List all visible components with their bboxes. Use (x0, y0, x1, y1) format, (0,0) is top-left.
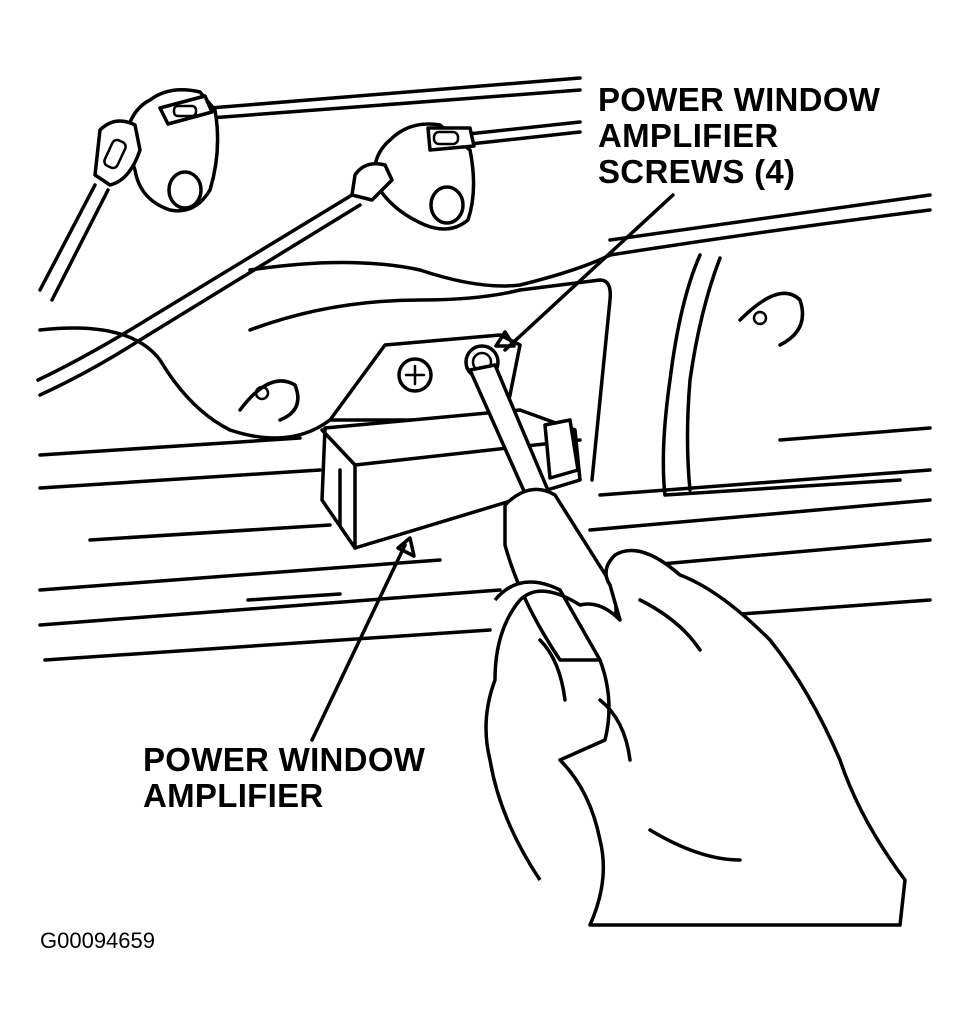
hand (484, 548, 907, 927)
callout-amplifier-line2: AMPLIFIER (143, 777, 324, 814)
panel-lines (38, 426, 932, 662)
callout-amplifier-screws: POWER WINDOW AMPLIFIER SCREWS (4) (598, 82, 880, 190)
callout-amplifier: POWER WINDOW AMPLIFIER (143, 742, 425, 814)
callout-screws-line2: AMPLIFIER (598, 117, 779, 154)
callout-amplifier-line1: POWER WINDOW (143, 741, 426, 778)
cable-clips (93, 88, 476, 231)
leader-amplifier (310, 543, 407, 742)
callout-screws-line1: POWER WINDOW (598, 81, 881, 118)
figure-id: G00094659 (40, 928, 155, 953)
leader-screws (503, 193, 675, 352)
cable-rods (36, 76, 582, 397)
leader-lines (310, 193, 675, 742)
callout-screws-line3: SCREWS (4) (598, 153, 796, 190)
